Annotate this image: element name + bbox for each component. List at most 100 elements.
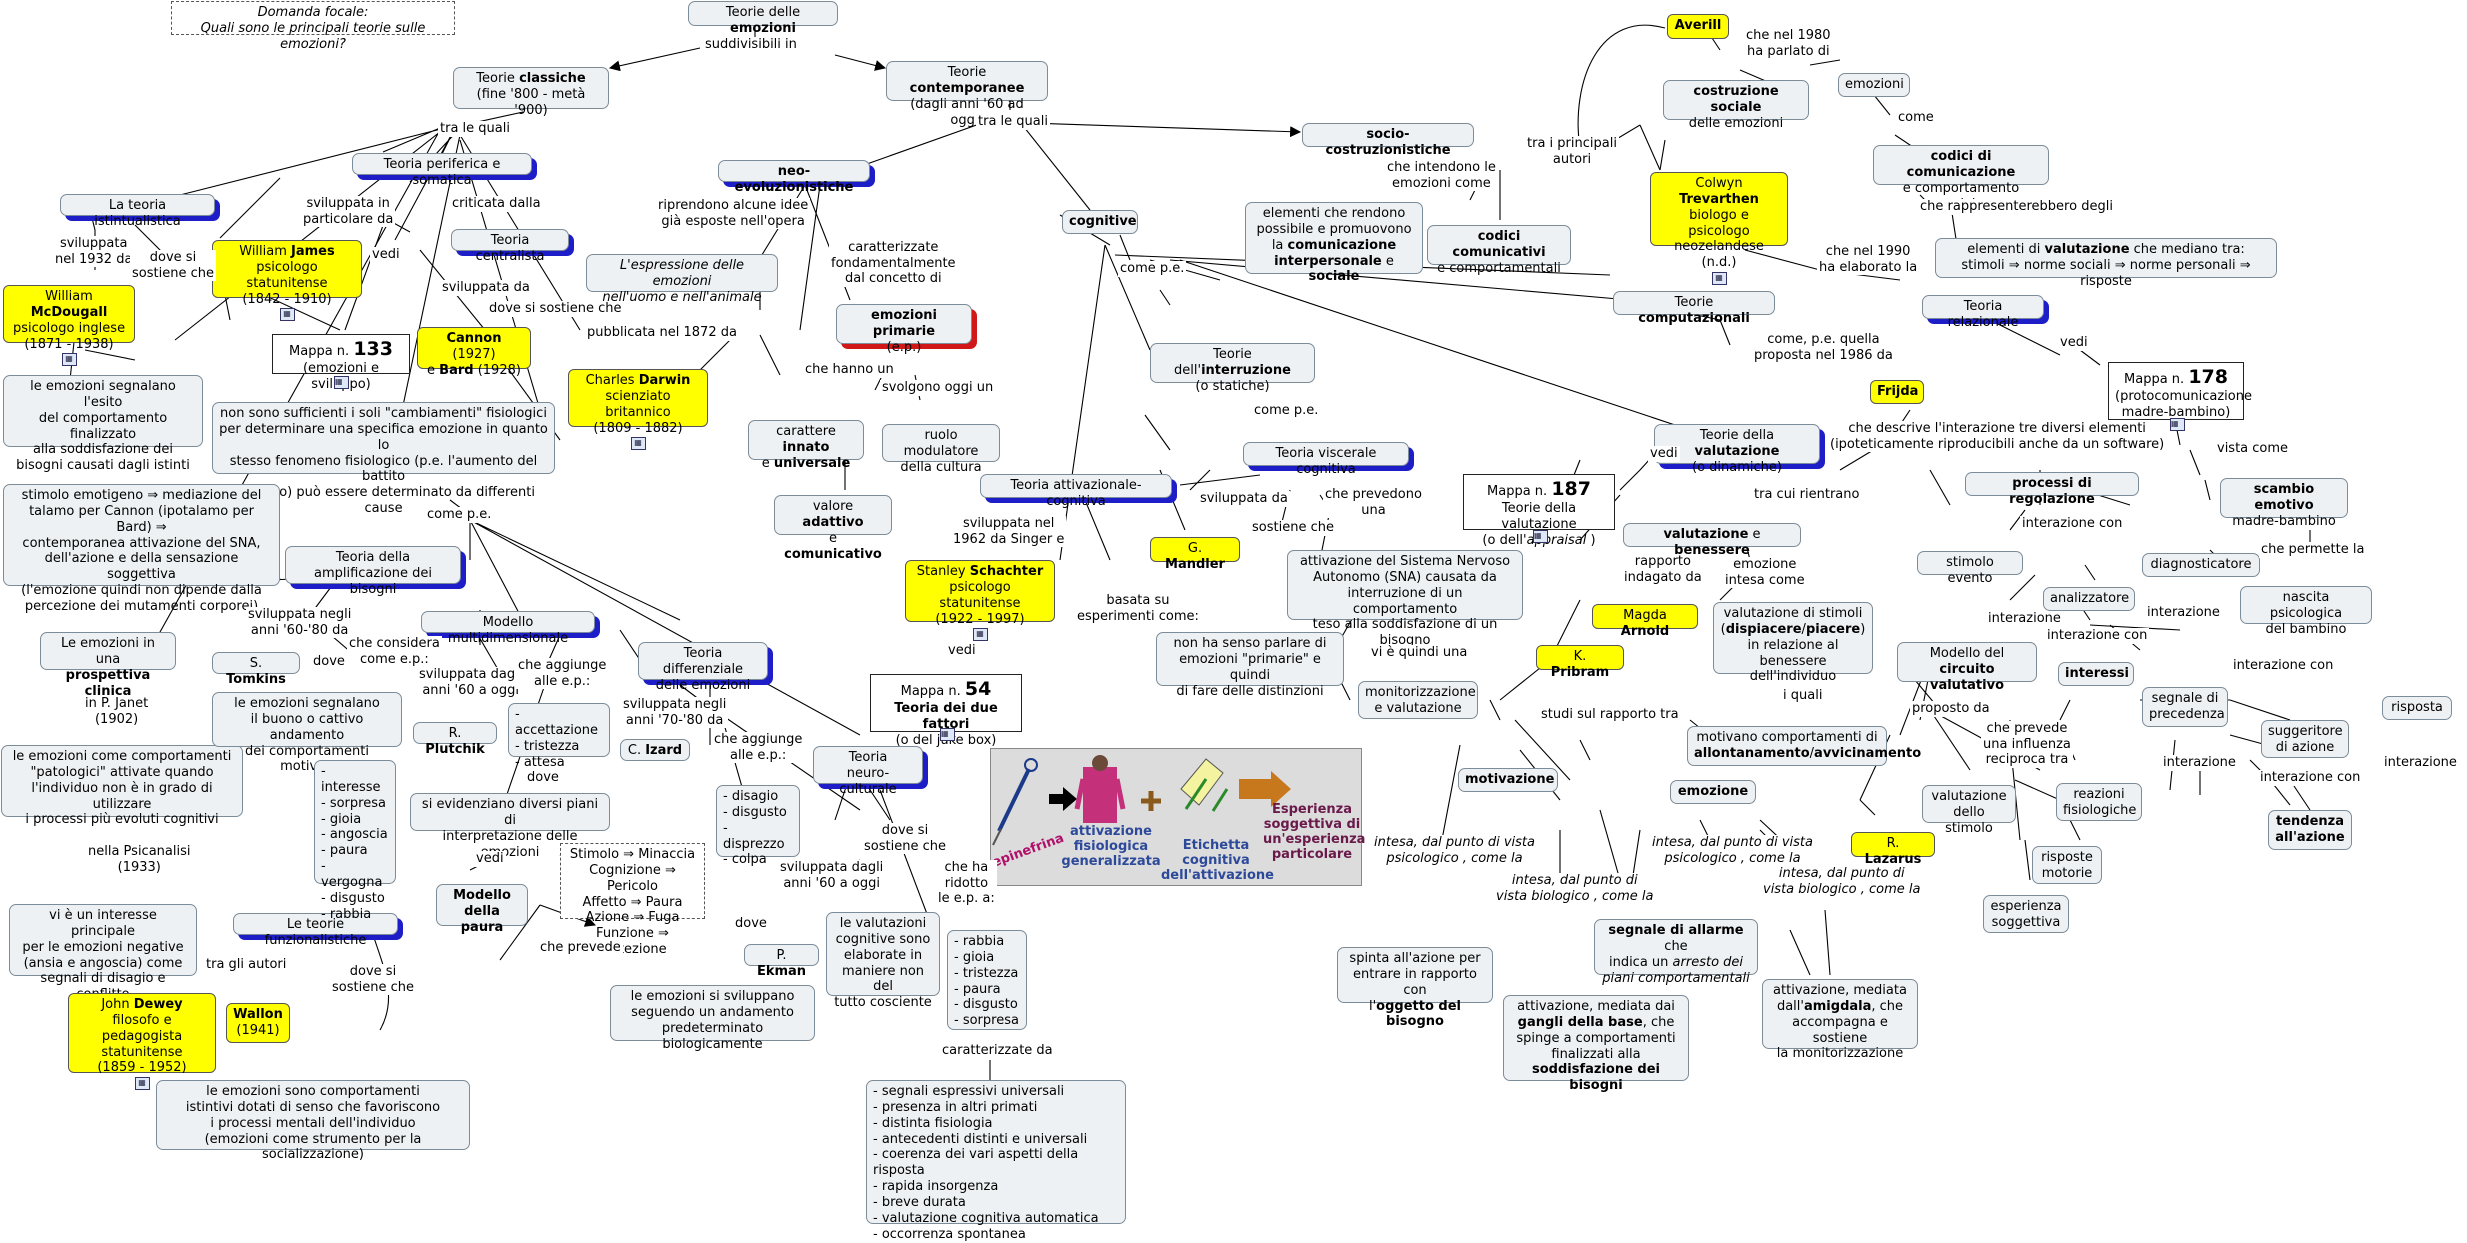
multidimensional-model-node[interactable]: Modello multidimensionale bbox=[421, 611, 595, 646]
cognitive-activation-theory-node[interactable]: Teoria attivazionale-cognitiva bbox=[980, 474, 1172, 509]
izard-node[interactable]: C. Izard bbox=[620, 739, 690, 761]
sna-activation-node[interactable]: attivazione del Sistema Nervoso Autonomo… bbox=[1287, 550, 1523, 648]
response-node[interactable]: risposta bbox=[2382, 696, 2452, 720]
dewey-node[interactable]: John Dewey filosofo e pedagogista statun… bbox=[68, 993, 216, 1091]
trevarthen-node[interactable]: Colwyn Trevarthen biologo e psicologo ne… bbox=[1650, 172, 1788, 286]
map-54-node[interactable]: Mappa n. 54 Teoria dei due fattori (o de… bbox=[870, 674, 1022, 748]
action-suggester-node[interactable]: suggeritore di azione bbox=[2261, 720, 2349, 758]
mandler-node[interactable]: G. Mandler bbox=[1150, 537, 1240, 572]
plutchik-emotions-list[interactable]: - accettazione - tristezza - attesa bbox=[508, 703, 610, 770]
darwin-book-node[interactable]: L'espressione delle emozioni nell'uomo e… bbox=[586, 254, 778, 305]
frijda-node[interactable]: Frijda bbox=[1870, 380, 1924, 404]
instinctive-behaviors-node[interactable]: le emozioni sono comportamenti istintivi… bbox=[156, 1080, 470, 1162]
emotions-box[interactable]: emozioni bbox=[1838, 73, 1910, 97]
ekman-node[interactable]: P. Ekman bbox=[744, 944, 819, 979]
mcdougall-node[interactable]: William McDougall psicologo inglese (187… bbox=[3, 285, 135, 367]
stimulus-event-node[interactable]: stimolo evento bbox=[1917, 551, 2023, 586]
central-theory-node[interactable]: Teoria centralista bbox=[451, 229, 569, 264]
relational-theory-node[interactable]: Teoria relazionale bbox=[1922, 295, 2044, 330]
computational-theories-node[interactable]: Teorie computazionali bbox=[1613, 291, 1775, 326]
interruption-theories-node[interactable]: Teorie dell'interruzione (o statiche) bbox=[1150, 343, 1315, 394]
wallon-node[interactable]: Wallon (1941) bbox=[226, 1003, 290, 1043]
emotion-node[interactable]: emozione bbox=[1670, 780, 1756, 804]
tomkins-node[interactable]: S. Tomkins bbox=[212, 652, 300, 687]
communication-codes-node[interactable]: codici di comunicazione e comportamento … bbox=[1873, 145, 2049, 212]
adaptive-value-node[interactable]: valore adattivo e comunicativo bbox=[774, 495, 892, 562]
map-54-link-icon[interactable]: ▦ bbox=[940, 728, 955, 741]
map-187-node[interactable]: Mappa n. 187 Teorie della valutazione (o… bbox=[1463, 474, 1615, 548]
map-link-icon[interactable]: ▦ bbox=[1711, 272, 1727, 286]
motor-responses-node[interactable]: risposte motorie bbox=[2032, 846, 2102, 884]
james-node[interactable]: William James psicologo statunitense (18… bbox=[212, 240, 362, 322]
socio-constructionist-node[interactable]: socio-costruzionistiche bbox=[1302, 123, 1474, 158]
communicative-codes-node[interactable]: codici comunicativi e comportamentali bbox=[1427, 225, 1571, 276]
fear-stimulus-list[interactable]: Stimolo ⇒ Minaccia Cognizione ⇒ Pericolo… bbox=[560, 843, 705, 957]
action-tendency-node[interactable]: tendenza all'azione bbox=[2268, 810, 2352, 850]
stimulus-evaluation-box[interactable]: valutazione dello stimolo bbox=[1922, 785, 2016, 836]
plutchik-node[interactable]: R. Plutchik bbox=[413, 722, 497, 757]
interests-node[interactable]: interessi bbox=[2058, 662, 2134, 686]
map-178-node[interactable]: Mappa n. 178 (protocomunicazione madre-b… bbox=[2108, 362, 2252, 420]
map-link-icon[interactable]: ▦ bbox=[972, 628, 988, 642]
neo-evolutionary-node[interactable]: neo-evoluzionistiche bbox=[718, 160, 870, 195]
appraisal-theories-node[interactable]: Teorie della valutazione (o dinamiche) bbox=[1654, 424, 1820, 475]
physiological-reactions-node[interactable]: reazioni fisiologiche bbox=[2056, 783, 2142, 821]
map-link-icon[interactable]: ▦ bbox=[134, 1077, 150, 1091]
evaluation-wellbeing-node[interactable]: valutazione e benessere bbox=[1623, 523, 1801, 558]
culture-role-node[interactable]: ruolo modulatore della cultura bbox=[882, 424, 1000, 475]
analyzer-node[interactable]: analizzatore bbox=[2043, 587, 2135, 611]
instinct-outcome-node[interactable]: le emozioni segnalano l'esito del compor… bbox=[3, 375, 203, 473]
regulation-processes-node[interactable]: processi di regolazione bbox=[1965, 472, 2139, 507]
no-primary-node[interactable]: non ha senso parlare di emozioni "primar… bbox=[1156, 632, 1344, 699]
differential-theory-node[interactable]: Teoria differenziale delle emozioni bbox=[638, 642, 768, 693]
contemporary-theories-node[interactable]: Teorie contemporanee (dagli anni '60 ad … bbox=[886, 61, 1048, 128]
biological-development-node[interactable]: le emozioni si sviluppano seguendo un an… bbox=[610, 985, 815, 1052]
root-node[interactable]: Teorie delle emozioni bbox=[688, 1, 838, 36]
darwin-node[interactable]: Charles Darwin scienziato britannico (18… bbox=[568, 369, 708, 451]
psychological-birth-node[interactable]: nascita psicologica del bambino bbox=[2240, 586, 2372, 637]
izard-emotions-list[interactable]: - disagio - disgusto - disprezzo - colpa bbox=[716, 785, 800, 867]
stimulus-evaluation-node[interactable]: valutazione di stimoli (dispiacere/piace… bbox=[1713, 602, 1873, 684]
primary-emotions-node[interactable]: emozioni primarie (e.p.) bbox=[836, 304, 972, 355]
diagnostician-node[interactable]: diagnosticatore bbox=[2142, 553, 2260, 577]
tomkins-emotions-list[interactable]: - interesse - sorpresa - gioia - angosci… bbox=[314, 760, 396, 922]
map-187-link-icon[interactable]: ▦ bbox=[1533, 530, 1548, 543]
schachter-node[interactable]: Stanley Schachter psicologo statunitense… bbox=[905, 560, 1055, 642]
visceral-cognitive-theory-node[interactable]: Teoria viscerale cognitiva bbox=[1243, 442, 1409, 477]
social-construction-node[interactable]: costruzione sociale delle emozioni bbox=[1663, 80, 1809, 131]
classic-theories-node[interactable]: Teorie classiche (fine '800 - metà '900) bbox=[453, 67, 609, 118]
evaluative-circuit-node[interactable]: Modello del circuito valutativo bbox=[1897, 642, 2037, 693]
arnold-node[interactable]: Magda Arnold bbox=[1592, 604, 1698, 639]
focus-question[interactable]: Domanda focale: Quali sono le principali… bbox=[171, 1, 455, 52]
map-link-icon[interactable]: ▦ bbox=[279, 308, 295, 322]
approach-avoidance-node[interactable]: motivano comportamenti di allontanamento… bbox=[1687, 726, 1921, 766]
subjective-experience-node[interactable]: esperienza soggettiva bbox=[1983, 895, 2069, 933]
neurocultural-theory-node[interactable]: Teoria neuro-culturale bbox=[813, 746, 923, 797]
motivated-behaviors-node[interactable]: le emozioni segnalano il buono o cattivo… bbox=[212, 692, 402, 774]
map-133-node[interactable]: Mappa n. 133 (emozioni e sviluppo) bbox=[272, 334, 410, 392]
cognitive-evaluations-node[interactable]: le valutazioni cognitive sono elaborate … bbox=[826, 912, 940, 1010]
alarm-signal-node[interactable]: segnale di allarme che indica un arresto… bbox=[1594, 919, 1758, 986]
drive-action-node[interactable]: spinta all'azione per entrare in rapport… bbox=[1337, 947, 1493, 1029]
precedence-signal-node[interactable]: segnale di precedenza bbox=[2142, 687, 2228, 727]
lazarus-node[interactable]: R. Lazarus bbox=[1851, 832, 1935, 867]
fear-model-node[interactable]: Modello della paura bbox=[436, 884, 528, 935]
peripheral-theory-node[interactable]: Teoria periferica e somatica bbox=[352, 153, 532, 188]
averill-node[interactable]: Averill bbox=[1667, 14, 1729, 39]
negative-emotions-node[interactable]: vi è un interesse principale per le emoz… bbox=[9, 904, 197, 1002]
clinical-perspective-node[interactable]: Le emozioni in una prospettiva clinica bbox=[40, 632, 176, 699]
cannon-bard-node[interactable]: Cannon (1927) e Bard (1928) bbox=[417, 327, 531, 378]
interpretation-planes-node[interactable]: si evidenziano diversi piani di interpre… bbox=[410, 793, 610, 860]
amygdala-node[interactable]: attivazione, mediata dall'amigdala, che … bbox=[1762, 979, 1918, 1061]
emotional-exchange-node[interactable]: scambio emotivo madre-bambino bbox=[2220, 478, 2348, 529]
physiological-changes-node[interactable]: non sono sufficienti i soli "cambiamenti… bbox=[212, 402, 555, 516]
map-178-link-icon[interactable]: ▦ bbox=[2170, 418, 2185, 431]
needs-amplification-node[interactable]: Teoria della amplificazione dei bisogni bbox=[285, 546, 461, 597]
basal-ganglia-node[interactable]: attivazione, mediata dai gangli della ba… bbox=[1503, 995, 1689, 1093]
instinct-theory-node[interactable]: La teoria istintualistica bbox=[60, 194, 215, 229]
map-link-icon[interactable]: ▦ bbox=[630, 437, 646, 451]
pribram-node[interactable]: K. Pribram bbox=[1536, 645, 1624, 680]
characteristics-list[interactable]: - segnali espressivi universali - presen… bbox=[866, 1080, 1126, 1242]
cognitive-node[interactable]: cognitive bbox=[1062, 210, 1138, 234]
ekman-emotions-list[interactable]: - rabbia - gioia - tristezza - paura - d… bbox=[947, 930, 1027, 1030]
